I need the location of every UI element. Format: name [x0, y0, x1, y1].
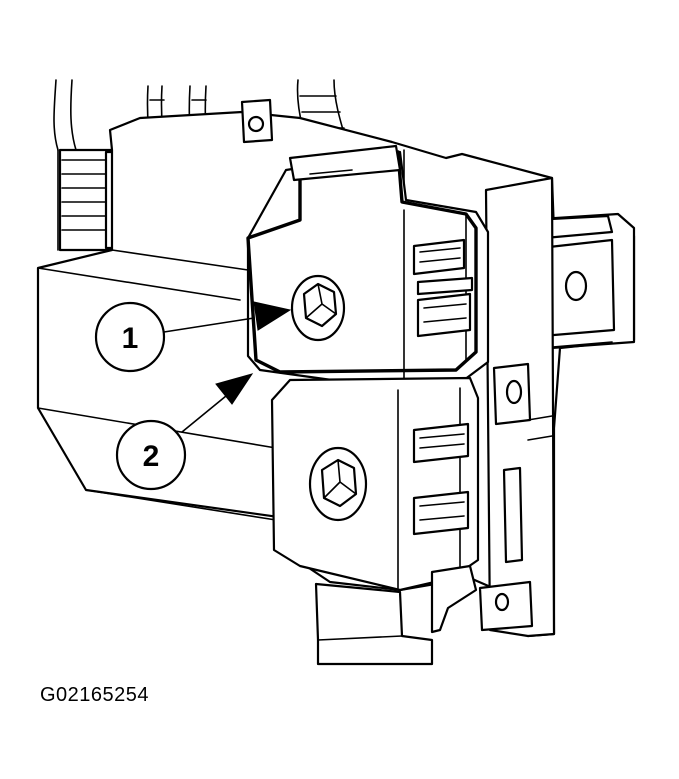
figure-id-label: G02165254: [40, 684, 150, 706]
callout-2: 2: [115, 373, 254, 491]
callout-1-arrowhead: [253, 301, 292, 331]
callout-1-circle: [94, 301, 166, 373]
callout-1-label: 1: [122, 322, 139, 355]
mounting-tab-top: [240, 98, 274, 144]
side-column-right: [478, 176, 556, 638]
callout-2-circle: [115, 419, 187, 491]
bottom-connector: [314, 564, 478, 666]
relay-2-lower: [270, 376, 480, 592]
callout-1: 1: [94, 301, 292, 373]
relay-2-bolt: [308, 446, 368, 522]
callout-2-arrowhead: [215, 373, 254, 405]
relay-1-bolt: [290, 274, 346, 342]
callout-2-label: 2: [143, 440, 160, 473]
